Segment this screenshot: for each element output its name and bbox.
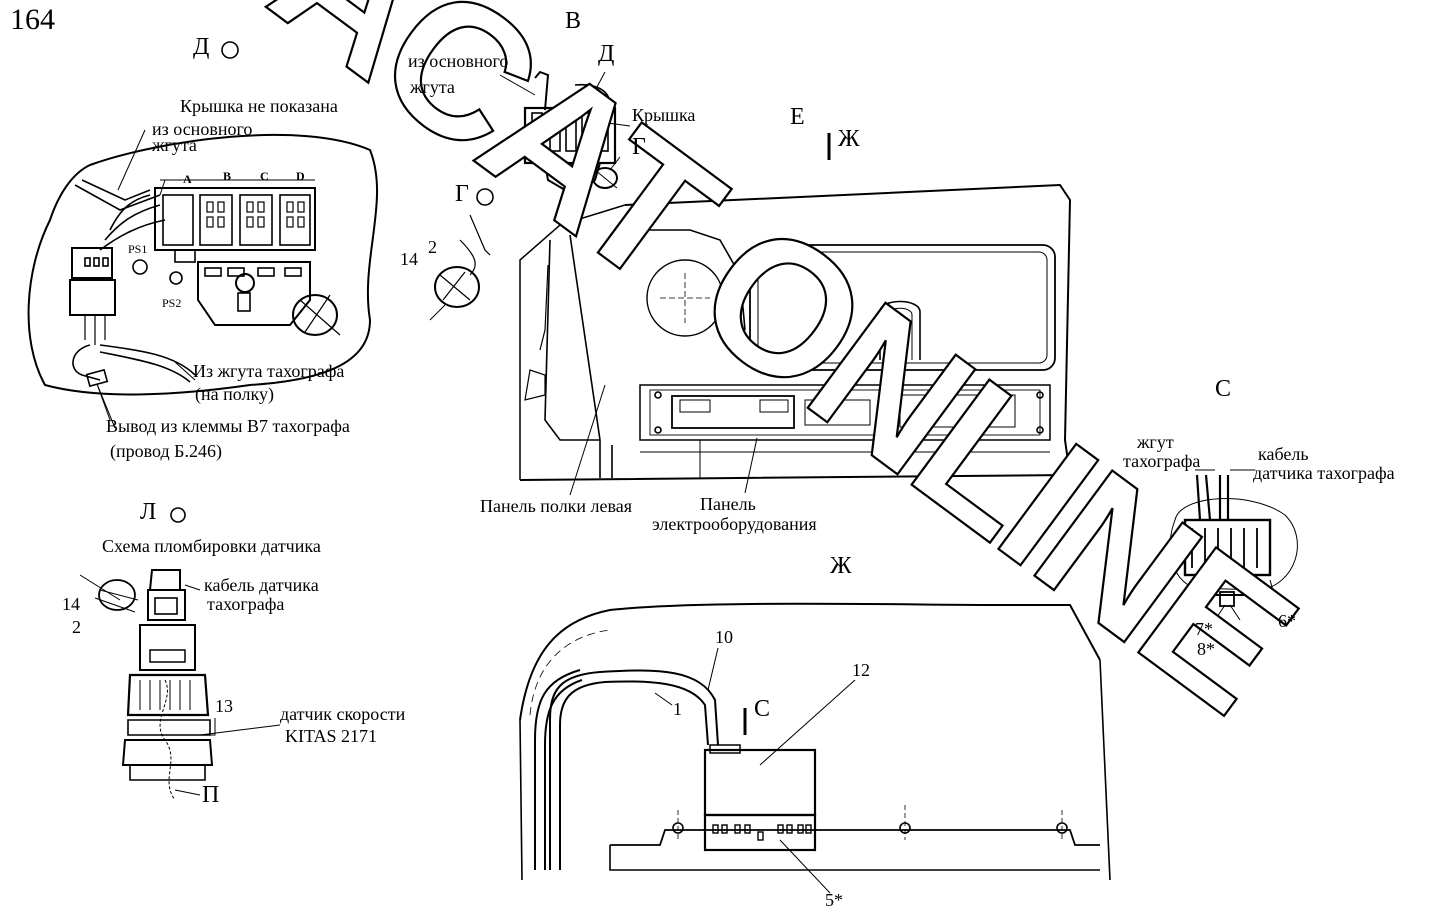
connector-view-b xyxy=(429,70,618,321)
view-ref-zh: Ж xyxy=(838,126,860,152)
view-label-d: Д xyxy=(193,34,210,60)
callout-2: 2 xyxy=(428,237,437,257)
view-label-g2: Г xyxy=(455,181,469,207)
sensor-cable-c1: кабель xyxy=(1258,444,1309,464)
sensor-cable-c2: датчика тахографа xyxy=(1253,463,1395,483)
elec-panel-2: электрооборудования xyxy=(652,514,817,534)
elec-panel-1: Панель xyxy=(700,494,756,514)
connector-detail-c xyxy=(1169,469,1298,621)
sensor-cable-2: тахографа xyxy=(207,594,285,614)
output-b7: Вывод из клеммы В7 тахографа xyxy=(106,416,350,436)
view-label-s: С xyxy=(1215,376,1232,402)
callout-12: 12 xyxy=(852,660,870,680)
from-tacho-harness: Из жгута тахографа xyxy=(193,361,345,381)
cab-panel-view xyxy=(519,133,1072,481)
shelf-panel-left: Панель полки левая xyxy=(480,496,633,516)
callout-1: 1 xyxy=(673,699,682,719)
view-label-l: Л xyxy=(140,499,157,525)
conn-d: D xyxy=(296,169,305,183)
from-main-v1: из основного xyxy=(408,51,509,71)
ps2-label: PS2 xyxy=(162,296,182,310)
view-label-g: Г xyxy=(632,134,646,160)
conn-b: B xyxy=(223,169,232,183)
from-main-v2: жгута xyxy=(410,77,455,97)
callout-5: 5* xyxy=(825,890,843,910)
tacho-harness-2: тахографа xyxy=(1123,451,1201,471)
callout-2b: 2 xyxy=(72,617,81,637)
callout-6: 6* xyxy=(1278,611,1296,631)
watermark-text: ACAT ONLINE xyxy=(238,0,1327,749)
panel-leaders xyxy=(96,71,758,496)
callout-7: 7* xyxy=(1195,619,1213,639)
page-number: 164 xyxy=(10,3,55,36)
view-label-d2: Д xyxy=(598,41,615,67)
watermark: ACAT ONLINE xyxy=(237,0,1328,750)
view-label-zh: Ж xyxy=(830,553,852,579)
seal-scheme: Схема пломбировки датчика xyxy=(102,536,321,556)
view-label-v: В xyxy=(565,8,582,34)
tacho-harness-1: жгут xyxy=(1137,432,1174,452)
callout-14b: 14 xyxy=(62,594,80,614)
callout-10: 10 xyxy=(715,627,733,647)
wire-b246: (провод Б.246) xyxy=(110,441,222,461)
callout-14: 14 xyxy=(400,249,418,269)
seal-p: П xyxy=(202,782,220,808)
cover-label: Крышка xyxy=(632,105,696,125)
conn-a: A xyxy=(183,172,192,186)
to-shelf: (на полку) xyxy=(195,384,274,404)
sensor-cable-1: кабель датчика xyxy=(204,575,319,595)
view-zh-unit xyxy=(519,602,1111,894)
callout-8: 8* xyxy=(1197,639,1215,659)
view-label-s2: С xyxy=(754,696,771,722)
conn-c: C xyxy=(260,169,269,183)
cover-not-shown: Крышка не показана xyxy=(180,96,338,116)
view-label-e: Е xyxy=(790,104,805,130)
from-main-2: жгута xyxy=(152,135,197,155)
from-main-1: из основного xyxy=(152,119,253,139)
callout-13: 13 xyxy=(215,696,233,716)
speed-sensor-1: датчик скорости xyxy=(280,704,406,724)
ps1-label: PS1 xyxy=(128,242,148,256)
speed-sensor-2: KITAS 2171 xyxy=(285,726,378,746)
speed-sensor-detail xyxy=(79,507,281,801)
